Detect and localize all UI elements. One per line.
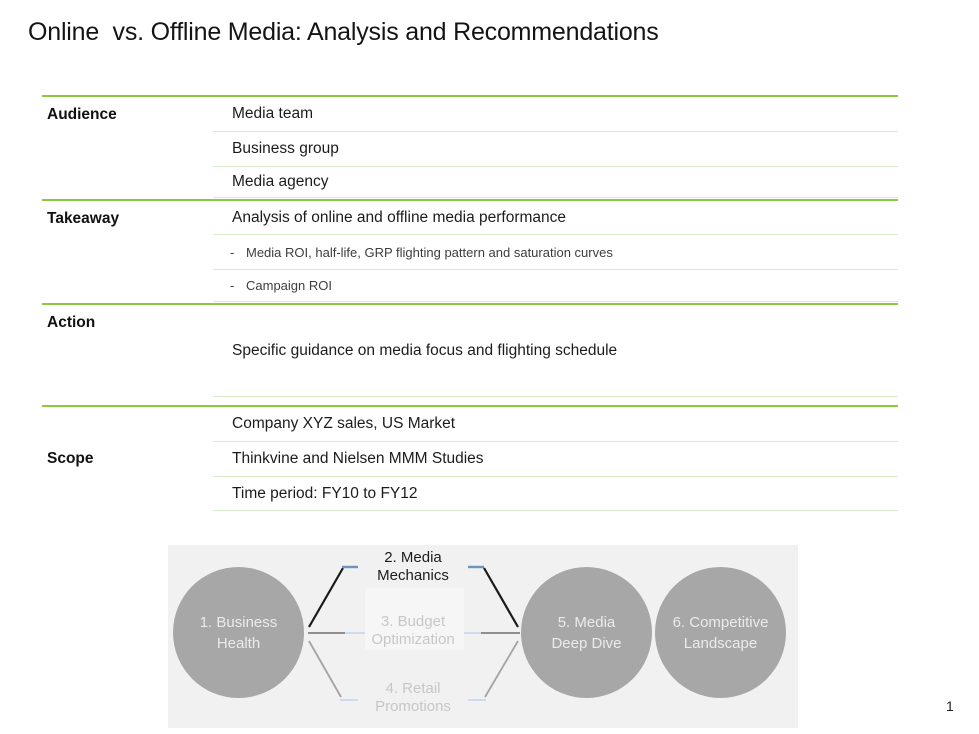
section-content: Analysis of online and offline media per…	[213, 201, 898, 303]
connector-left-bottom-diagonal	[308, 640, 342, 698]
circle-label-line1: 1. Business	[199, 613, 278, 631]
table-row: Specific guidance on media focus and fli…	[213, 305, 898, 397]
table-row: Company XYZ sales, US Market	[213, 407, 898, 442]
bullet-dash: -	[230, 278, 235, 293]
branch-label-line2: Mechanics	[377, 567, 449, 584]
row-text: Media ROI, half-life, GRP flighting patt…	[246, 244, 613, 260]
row-text: Campaign ROI	[246, 278, 332, 293]
circle-label-line2: Landscape	[683, 634, 758, 652]
row-text: Media team	[232, 105, 313, 122]
row-text: Media agency	[232, 173, 329, 190]
row-text: Thinkvine and Nielsen MMM Studies	[232, 450, 484, 467]
table-row: Analysis of online and offline media per…	[213, 201, 898, 235]
row-text: Specific guidance on media focus and fli…	[232, 341, 618, 359]
section-content: Specific guidance on media focus and fli…	[213, 305, 898, 405]
branch-label-line1: 3. Budget	[380, 613, 446, 630]
row-text: Business group	[232, 140, 339, 157]
branch-label-line2: Promotions	[375, 698, 451, 715]
connector-lines	[308, 565, 520, 701]
branch-label-line1: 2. Media	[384, 549, 442, 566]
table-row: Media team	[213, 97, 898, 132]
spacer	[213, 397, 898, 405]
section-takeaway: Takeaway Analysis of online and offline …	[42, 199, 898, 303]
section-content: Media team Business group Media agency	[213, 97, 898, 199]
section-action: Action Specific guidance on media focus …	[42, 303, 898, 405]
circle-label-line2: Deep Dive	[551, 634, 622, 652]
circle-label-line1: 6. Competitive	[672, 613, 769, 631]
summary-table: Audience Media team Business group Media…	[42, 95, 898, 511]
table-row-bullet: - Media ROI, half-life, GRP flighting pa…	[213, 235, 898, 270]
label-retail-promotions: 4. Retail Promotions	[333, 680, 493, 716]
budget-optimization-box	[365, 588, 464, 650]
bullet-dash: -	[230, 244, 235, 260]
table-row: Time period: FY10 to FY12	[213, 477, 898, 511]
circle-media-deep-dive: 5. Media Deep Dive	[521, 567, 652, 698]
branch-label-line1: 4. Retail	[385, 680, 441, 697]
label-media-mechanics: 2. Media Mechanics	[333, 549, 493, 585]
section-label-audience: Audience	[47, 106, 117, 123]
section-scope: Scope Company XYZ sales, US Market Think…	[42, 405, 898, 511]
row-text: Company XYZ sales, US Market	[232, 415, 456, 432]
section-label-takeaway: Takeaway	[47, 210, 120, 227]
section-content: Company XYZ sales, US Market Thinkvine a…	[213, 407, 898, 511]
circle-competitive-landscape: 6. Competitive Landscape	[655, 567, 786, 698]
row-text: Analysis of online and offline media per…	[232, 208, 567, 226]
table-row-bullet: - Campaign ROI	[213, 270, 898, 302]
row-text: Time period: FY10 to FY12	[232, 484, 418, 502]
section-audience: Audience Media team Business group Media…	[42, 95, 898, 199]
connector-right-bottom-diagonal	[484, 640, 519, 698]
circle-label-line1: 5. Media	[557, 613, 616, 631]
connector-left-top-diagonal	[308, 567, 344, 628]
slide-title: Online vs. Offline Media: Analysis and R…	[28, 18, 659, 46]
circle-business-health: 1. Business Health	[173, 567, 304, 698]
circle-label-line2: Health	[216, 634, 261, 652]
table-row: Media agency	[213, 167, 898, 198]
branch-label-line2: Optimization	[371, 631, 455, 648]
section-label-action: Action	[47, 314, 96, 331]
section-label-scope: Scope	[47, 450, 94, 467]
label-budget-optimization: 3. Budget Optimization	[333, 613, 493, 649]
table-row: Thinkvine and Nielsen MMM Studies	[213, 442, 898, 477]
table-row: Business group	[213, 132, 898, 167]
page-number: 1	[946, 698, 954, 714]
process-diagram: 1. Business Health 5. Media Deep Dive 6.…	[168, 545, 798, 728]
connector-right-top-diagonal	[483, 567, 519, 628]
